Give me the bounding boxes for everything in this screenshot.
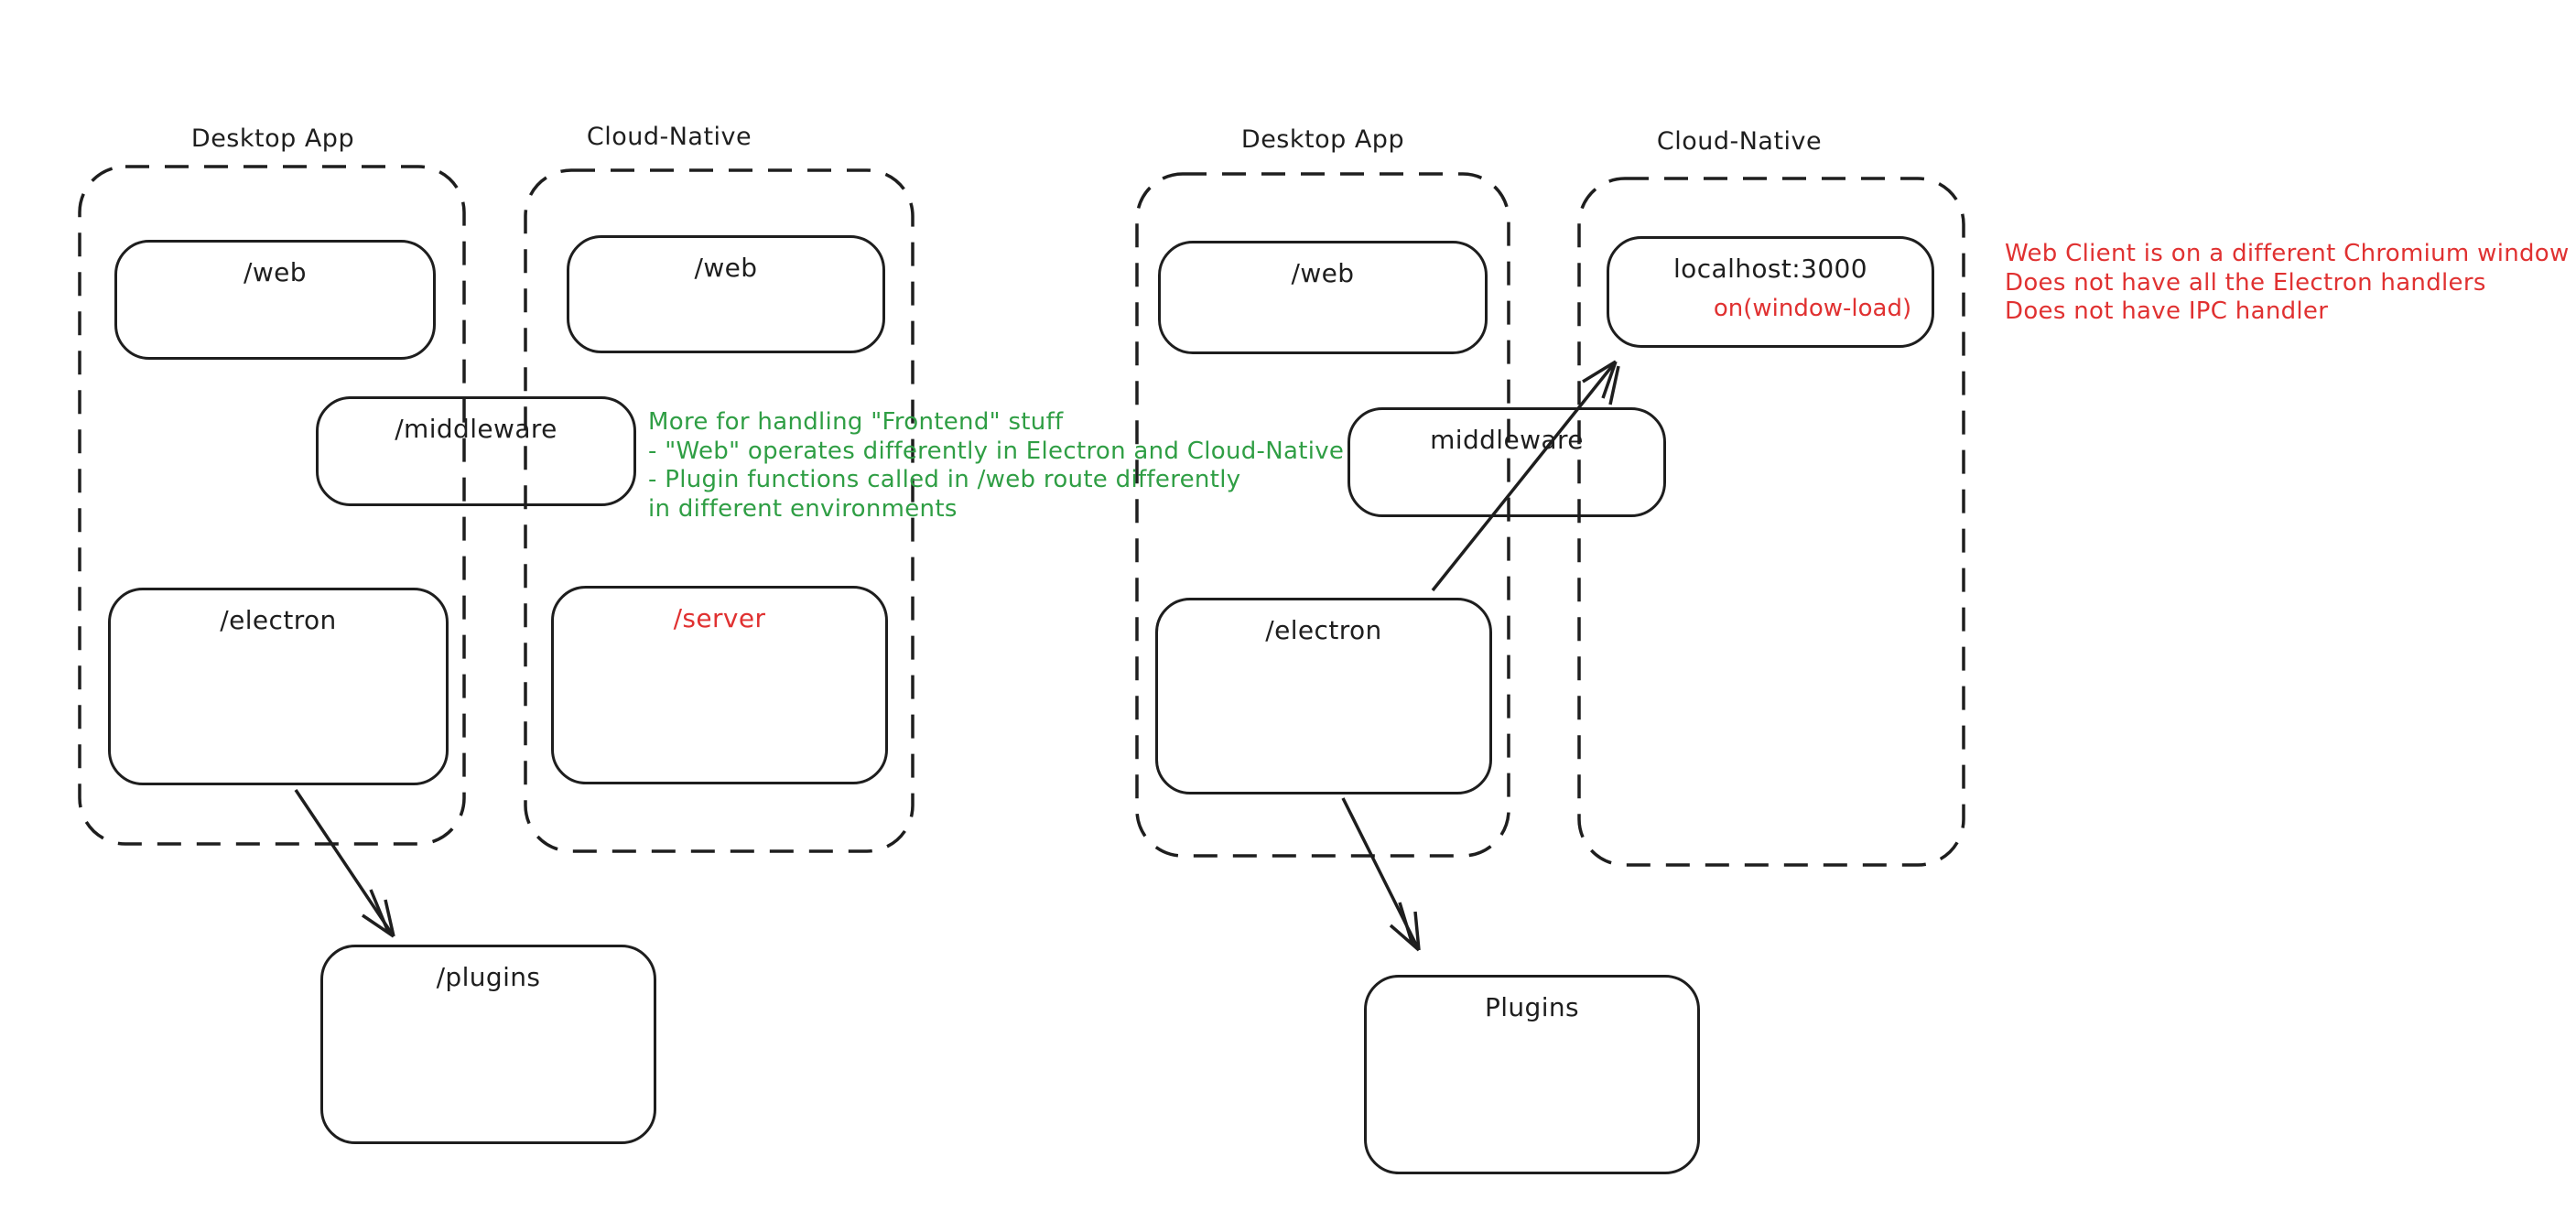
group-label-cloud-native-left[interactable]: Cloud-Native — [586, 123, 752, 151]
node-web-desktop-left[interactable]: /web — [114, 240, 436, 360]
node-middleware-left[interactable]: /middleware — [316, 396, 636, 506]
node-web-right-label: /web — [1291, 258, 1355, 288]
node-electron-right[interactable]: /electron — [1155, 598, 1492, 794]
node-middleware-left-label: /middleware — [395, 414, 557, 444]
arrow-electron-to-localhost[interactable] — [1431, 360, 1620, 592]
green-note-line-4: in different environments — [648, 494, 958, 523]
node-web-cloud-left-label: /web — [694, 253, 758, 283]
node-electron-left-label: /electron — [220, 605, 337, 635]
node-localhost-label: localhost:3000 — [1673, 254, 1867, 284]
node-plugins-left-label: /plugins — [436, 962, 541, 992]
node-plugins-left[interactable]: /plugins — [320, 945, 656, 1144]
node-electron-left[interactable]: /electron — [108, 588, 449, 785]
node-electron-right-label: /electron — [1265, 615, 1382, 645]
green-note-line-3: - Plugin functions called in /web route … — [648, 466, 1241, 493]
node-localhost[interactable]: localhost:3000 on(window-load) — [1607, 236, 1934, 348]
node-middleware-right-label: middleware — [1430, 425, 1584, 455]
green-note[interactable]: More for handling "Frontend" stuff - "We… — [648, 408, 1344, 524]
node-middleware-right[interactable]: middleware — [1348, 407, 1666, 517]
green-note-line-2: - "Web" operates differently in Electron… — [648, 437, 1345, 465]
node-web-cloud-left[interactable]: /web — [567, 235, 885, 353]
node-server-left-label: /server — [673, 603, 766, 633]
red-note-line-2: Does not have all the Electron handlers — [2005, 268, 2486, 297]
node-server-left[interactable]: /server — [551, 586, 888, 784]
red-note-line-1: Web Client is on a different Chromium wi… — [2005, 240, 2570, 267]
arrow-electron-to-plugins-right[interactable] — [1341, 797, 1421, 952]
node-web-desktop-left-label: /web — [244, 257, 307, 287]
arrow-electron-to-plugins-left[interactable] — [294, 789, 395, 938]
group-label-desktop-app-right[interactable]: Desktop App — [1240, 125, 1405, 154]
group-label-cloud-native-right[interactable]: Cloud-Native — [1656, 127, 1823, 156]
red-note[interactable]: Web Client is on a different Chromium wi… — [2005, 240, 2570, 327]
green-note-line-1: More for handling "Frontend" stuff — [648, 408, 1064, 436]
red-note-line-3: Does not have IPC handler — [2005, 297, 2329, 325]
cloud-native-container-right[interactable] — [1577, 177, 1965, 867]
node-plugins-right[interactable]: Plugins — [1364, 975, 1700, 1174]
group-label-desktop-app-left[interactable]: Desktop App — [190, 124, 355, 153]
node-plugins-right-label: Plugins — [1484, 992, 1580, 1022]
node-localhost-event-label: on(window-load) — [1713, 295, 1912, 322]
node-web-right[interactable]: /web — [1158, 241, 1488, 354]
